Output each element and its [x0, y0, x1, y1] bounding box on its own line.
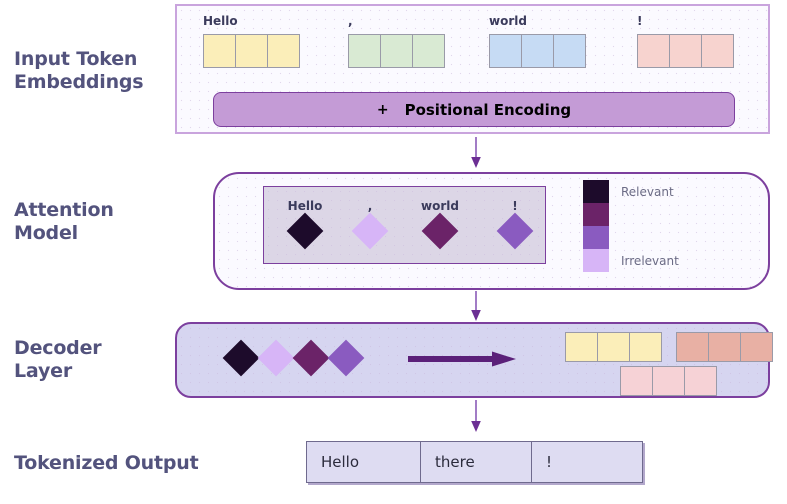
- token-label: Hello: [203, 14, 238, 28]
- embedding-cell: [669, 34, 702, 68]
- embedding-cells: [489, 34, 586, 68]
- embedding-cells: [348, 34, 445, 68]
- embedding-cell: [267, 34, 300, 68]
- embedding-cell: [637, 34, 670, 68]
- attention-token-world: world: [410, 198, 470, 250]
- plus-icon: +: [376, 101, 389, 118]
- legend-swatch-relevant: [583, 180, 609, 203]
- decoder-output-block-yellow: [565, 332, 662, 362]
- attention-legend: Relevant Irrelevant: [583, 180, 679, 272]
- attention-token-label: world: [421, 199, 459, 213]
- embedding-cells: [637, 34, 734, 68]
- decoder-diamond-2: [257, 339, 295, 377]
- decoder-cell: [565, 332, 598, 362]
- legend-swatch-3: [583, 226, 609, 249]
- token-label: ,: [348, 14, 353, 28]
- connector-arrow-decoder-to-output: [469, 400, 483, 433]
- decoder-cell: [684, 366, 717, 396]
- decoder-diamond-3: [292, 339, 330, 377]
- decoder-diamonds: [222, 339, 365, 377]
- decoder-diamond-1: [222, 339, 260, 377]
- legend-label-relevant: Relevant: [621, 184, 674, 199]
- embedding-cell: [521, 34, 554, 68]
- legend-row-3: [583, 226, 679, 249]
- attention-diamond: [410, 212, 470, 250]
- embedding-cell: [412, 34, 445, 68]
- embedding-cells: [203, 34, 300, 68]
- decoder-cell: [676, 332, 709, 362]
- attention-token-label: Hello: [287, 199, 323, 213]
- legend-label-irrelevant: Irrelevant: [621, 253, 679, 268]
- row-label-tokenized-output: Tokenized Output: [14, 452, 199, 474]
- decoder-cell: [597, 332, 630, 362]
- attention-diamond: [275, 212, 335, 250]
- decoder-cell: [740, 332, 773, 362]
- decoder-cell: [652, 366, 685, 396]
- embedding-cell: [553, 34, 586, 68]
- positional-encoding-bar: + Positional Encoding: [213, 92, 735, 127]
- token-label: world: [489, 14, 527, 28]
- attention-token-comma: ,: [340, 198, 400, 250]
- token-label: !: [637, 14, 643, 28]
- connector-arrow-attention-to-decoder: [469, 291, 483, 322]
- decoder-output-block-pink: [620, 366, 717, 396]
- embedding-cell: [489, 34, 522, 68]
- attention-diamond: [340, 212, 400, 250]
- output-cell-exclamation: !: [531, 441, 643, 483]
- attention-token-exclamation: !: [485, 198, 545, 250]
- connector-arrow-embeddings-to-attention: [469, 137, 483, 169]
- attention-token-label: !: [512, 199, 518, 213]
- legend-swatch-irrelevant: [583, 249, 609, 272]
- legend-swatch-2: [583, 203, 609, 226]
- legend-row-relevant: Relevant: [583, 180, 679, 203]
- attention-token-hello: Hello: [275, 198, 335, 250]
- decoder-cell: [629, 332, 662, 362]
- attention-diamond: [485, 212, 545, 250]
- embedding-cell: [348, 34, 381, 68]
- output-cell-there: there: [420, 441, 532, 483]
- output-cell-hello: Hello: [306, 441, 421, 483]
- embedding-cell: [701, 34, 734, 68]
- decoder-cell: [708, 332, 741, 362]
- decoder-diamond-4: [327, 339, 365, 377]
- legend-row-irrelevant: Irrelevant: [583, 249, 679, 272]
- row-label-decoder-layer: Decoder Layer: [14, 337, 102, 382]
- row-label-input-token-embeddings: Input Token Embeddings: [14, 48, 144, 93]
- embedding-cell: [235, 34, 268, 68]
- row-label-attention-model: Attention Model: [14, 199, 114, 244]
- embedding-cell: [380, 34, 413, 68]
- legend-row-2: [583, 203, 679, 226]
- decoder-transform-arrow: [408, 351, 518, 367]
- attention-token-label: ,: [367, 199, 373, 213]
- positional-encoding-label: Positional Encoding: [404, 100, 572, 119]
- decoder-output-block-salmon: [676, 332, 773, 362]
- tokenized-output-table: Hello there !: [306, 441, 643, 483]
- embedding-cell: [203, 34, 236, 68]
- decoder-cell: [620, 366, 653, 396]
